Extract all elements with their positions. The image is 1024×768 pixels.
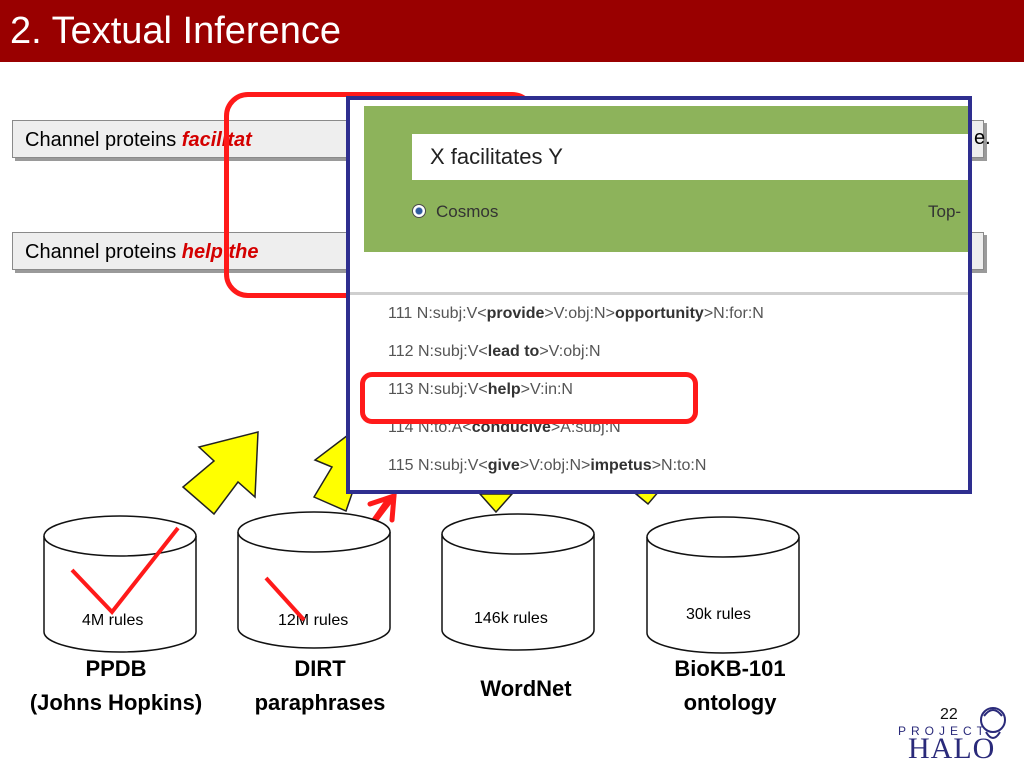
separator <box>350 292 968 295</box>
knowledge-base-name-line: ontology <box>683 690 777 715</box>
check-mark-ppdb <box>70 526 180 616</box>
rule-keyword: help <box>487 381 521 398</box>
cosmos-label: Cosmos <box>436 202 499 221</box>
knowledge-base-name-line: BioKB-101 <box>674 656 786 681</box>
top-label: Top- <box>928 202 962 221</box>
rule-text: >V:obj:N> <box>544 305 615 322</box>
rule-row: 112 N:subj:V<lead to>V:obj:N <box>388 343 601 361</box>
logo-halo: HALO <box>908 732 996 765</box>
rule-count-label: 146k rules <box>474 610 548 627</box>
rule-text: >V:in:N <box>520 381 573 398</box>
knowledge-base-name: WordNet <box>406 672 646 706</box>
rule-number: 113 <box>388 381 418 398</box>
rule-count-label: 30k rules <box>686 606 751 623</box>
rule-count-label: 4M rules <box>82 612 144 629</box>
title-bar: 2. Textual Inference <box>0 0 1024 62</box>
rule-number: 111 <box>388 305 417 322</box>
knowledge-base-name-line: PPDB <box>85 656 147 681</box>
sentence-2-prefix: Channel proteins <box>25 241 182 263</box>
database-cylinder-icon <box>42 514 198 656</box>
knowledge-base-name: PPDB (Johns Hopkins) <box>0 652 236 720</box>
search-tool-screenshot: X facilitates Y Cosmos Top- 111 N:subj:V… <box>346 96 972 494</box>
database-cylinder-icon <box>645 515 801 657</box>
knowledge-base-name-line: DIRT <box>294 656 346 681</box>
rule-keyword: impetus <box>590 457 652 474</box>
database-cylinder-icon <box>236 510 392 652</box>
rule-text: N:subj:V< <box>417 457 488 474</box>
sentence-1-tail: e. <box>974 127 991 149</box>
cosmos-radio-icon[interactable] <box>412 204 426 218</box>
highlight-box-rule-113 <box>360 372 698 424</box>
rule-row: 115 N:subj:V<give>V:obj:N>impetus>N:to:N <box>388 457 706 475</box>
page-number: 22 <box>940 706 958 723</box>
halo-head-icon <box>980 707 1006 739</box>
rule-number: 112 <box>388 343 418 360</box>
sentence-1-prefix: Channel proteins <box>25 129 182 151</box>
rule-text: >V:obj:N> <box>519 457 591 474</box>
rule-row: 111 N:subj:V<provide>V:obj:N>opportunity… <box>388 305 764 323</box>
rule-text: N:subj:V< <box>417 343 488 360</box>
sentence-2-highlight: help the <box>181 241 259 263</box>
rule-text: >N:to:N <box>651 457 707 474</box>
knowledge-base-name-line: WordNet <box>480 676 572 701</box>
knowledge-base-name: DIRT paraphrases <box>200 652 440 720</box>
rule-row: 113 N:subj:V<help>V:in:N <box>388 381 573 399</box>
knowledge-base-name-line: paraphrases <box>254 690 386 715</box>
search-input[interactable]: X facilitates Y <box>412 134 968 180</box>
rule-keyword: lead to <box>487 343 540 360</box>
knowledge-base-name-line: (Johns Hopkins) <box>29 690 203 715</box>
rule-keyword: provide <box>486 305 545 322</box>
sentence-1-highlight: facilitat <box>181 129 252 151</box>
rule-text: N:subj:V< <box>416 305 487 322</box>
rule-keyword: give <box>487 457 520 474</box>
yellow-arrow-3 <box>478 493 514 514</box>
logo-project: PROJECT <box>898 724 990 738</box>
check-mark-dirt <box>264 576 306 622</box>
search-header: X facilitates Y Cosmos Top- <box>364 106 968 252</box>
rule-number: 115 <box>388 457 418 474</box>
knowledge-base-name: BioKB-101 ontology <box>610 652 850 720</box>
red-arrowhead <box>367 492 397 523</box>
database-cylinder-icon <box>440 512 596 654</box>
rule-count-label: 12M rules <box>278 612 349 629</box>
rule-text: N:subj:V< <box>417 381 488 398</box>
rule-keyword: opportunity <box>614 305 704 322</box>
rule-text: >V:obj:N <box>539 343 601 360</box>
slide-title: 2. Textual Inference <box>10 10 341 52</box>
rule-text: >N:for:N <box>703 305 764 322</box>
yellow-arrow-1 <box>181 431 259 516</box>
